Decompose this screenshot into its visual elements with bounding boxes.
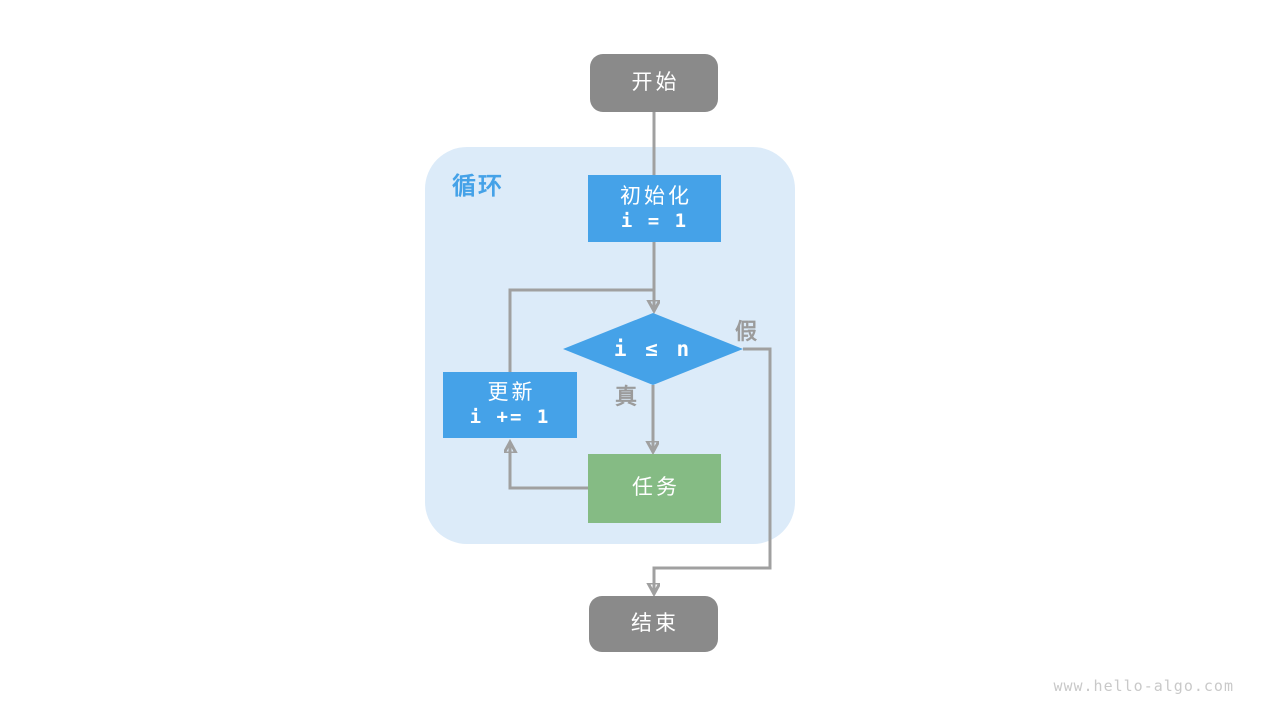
node-update-label: 更新 <box>487 381 536 404</box>
node-update: 更新 i += 1 <box>443 372 577 438</box>
node-task: 任务 <box>588 454 721 523</box>
node-init: 初始化 i = 1 <box>588 175 721 242</box>
node-end: 结束 <box>589 596 718 652</box>
node-start: 开始 <box>590 54 718 112</box>
watermark-text: www.hello-algo.com <box>1053 677 1234 695</box>
node-init-code: i = 1 <box>620 209 689 232</box>
node-end-label: 结束 <box>631 611 679 635</box>
edge-condition-to-end <box>654 347 772 593</box>
node-init-label: 初始化 <box>620 184 692 208</box>
node-condition-code: i ≤ n <box>613 336 693 361</box>
node-start-label: 开始 <box>631 70 680 94</box>
node-task-label: 任务 <box>632 476 680 500</box>
branch-label-true: 真 <box>615 384 638 409</box>
edge-task-to-update <box>510 443 588 490</box>
branch-label-false: 假 <box>735 319 758 344</box>
edge-update-to-merge <box>508 288 654 372</box>
loop-label: 循环 <box>452 173 504 200</box>
node-update-code: i += 1 <box>469 406 551 429</box>
